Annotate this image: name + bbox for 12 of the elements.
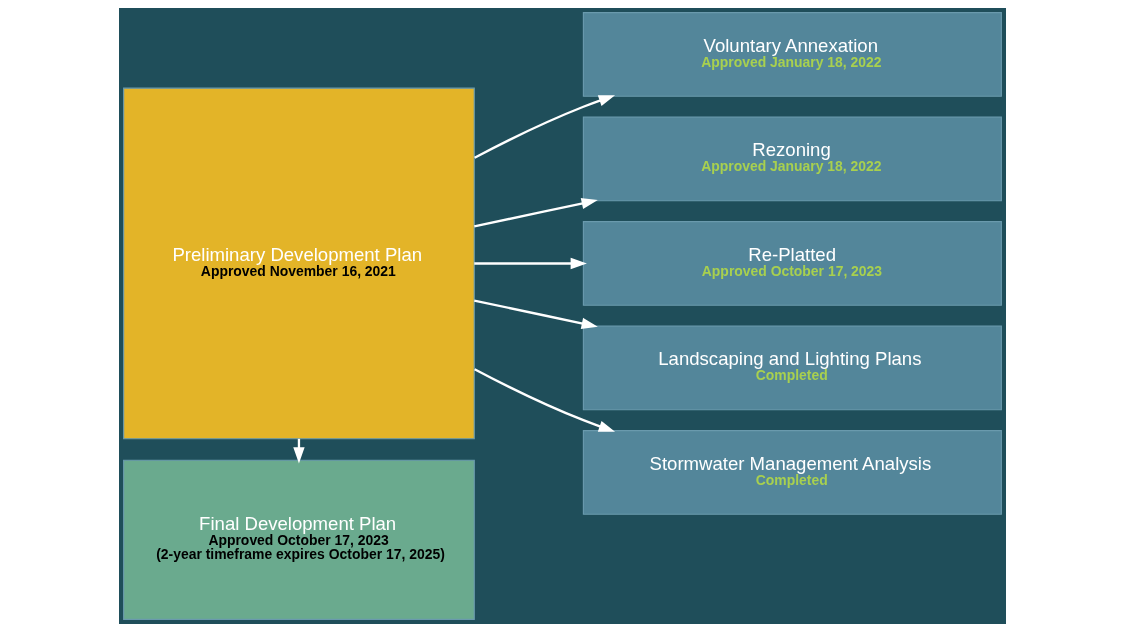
node-box: Stormwater Management Analysis Completed	[582, 430, 1002, 515]
node-box: Re-Platted Approved October 17, 2023	[582, 221, 1002, 306]
arrow	[474, 368, 616, 432]
node-box: Landscaping and Lighting Plans Completed	[582, 325, 1002, 411]
arrow	[474, 257, 587, 270]
arrow	[474, 197, 598, 228]
arrow	[474, 95, 616, 159]
node-box: Final Development Plan Approved October 17, 2023 (2-year timeframe expires October 17, 2025)	[123, 459, 475, 620]
node-box: Preliminary Development Plan Approved November 16, 2021	[123, 87, 475, 440]
node-box: Rezoning Approved January 18, 2022	[582, 116, 1002, 202]
node-box: Voluntary Annexation Approved January 18, 2022	[582, 12, 1002, 97]
arrow	[474, 299, 598, 329]
